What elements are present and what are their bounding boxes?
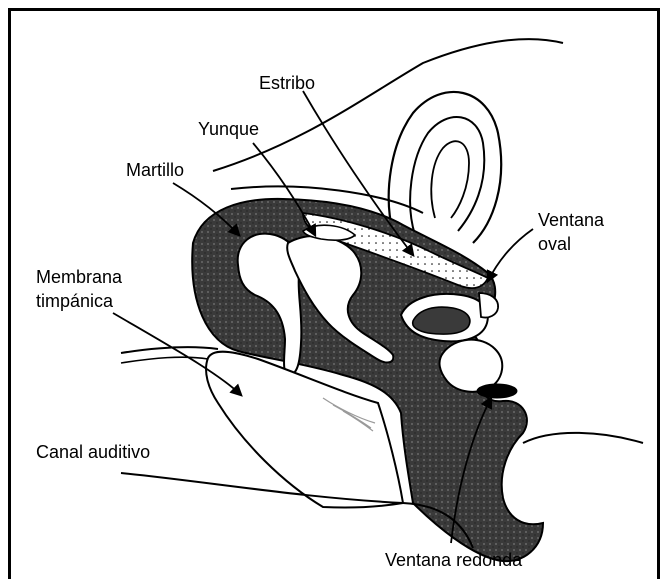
label-membrana-line1: Membrana xyxy=(36,267,122,288)
inner-canal-wall xyxy=(523,433,643,443)
canal-upper-wall xyxy=(121,347,218,353)
label-membrana-line2: timpánica xyxy=(36,291,113,312)
upper-bone-contour xyxy=(213,39,563,171)
label-estribo: Estribo xyxy=(259,73,315,94)
label-canal-auditivo: Canal auditivo xyxy=(36,442,150,463)
label-martillo: Martillo xyxy=(126,160,184,181)
semicircular-canal-core xyxy=(431,141,469,218)
label-yunque: Yunque xyxy=(198,119,259,140)
arrow-ventana-oval xyxy=(488,229,533,281)
semicircular-canal-inner xyxy=(410,117,484,235)
round-window xyxy=(477,384,517,398)
figure-frame: Estribo Yunque Martillo Ventana oval Mem… xyxy=(8,8,660,579)
label-ventana-oval-line1: Ventana xyxy=(538,210,604,231)
label-ventana-oval-line2: oval xyxy=(538,234,571,255)
label-ventana-redonda: Ventana redonda xyxy=(385,550,522,571)
